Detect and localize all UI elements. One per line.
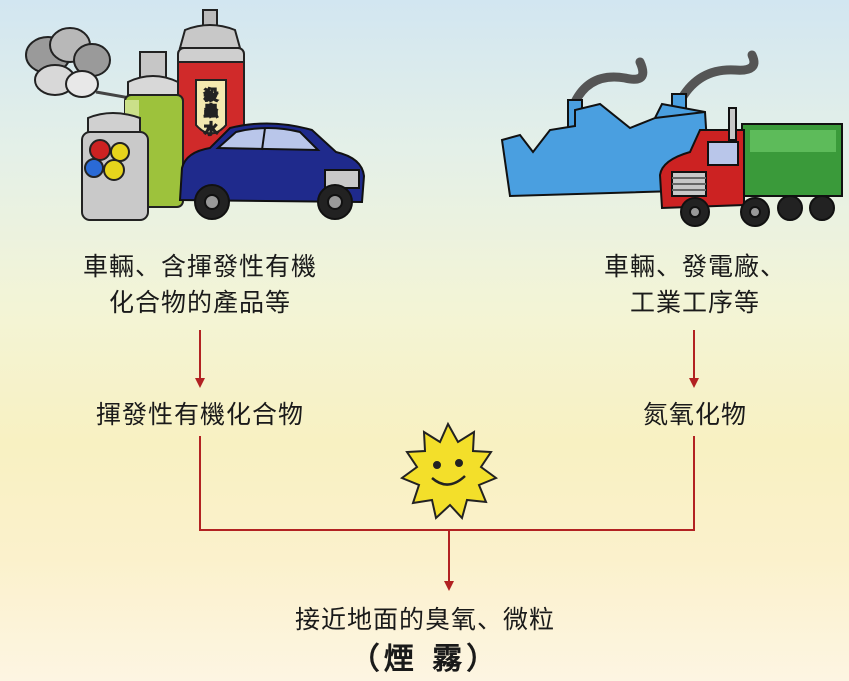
right-source-line2: 工業工序等	[629, 288, 760, 317]
right-source-line1: 車輛、發電廠、	[603, 252, 786, 281]
truck-icon	[658, 107, 843, 227]
svg-text:水: 水	[204, 122, 218, 138]
exhaust-cloud-icon	[25, 27, 131, 100]
paint-can-icon	[81, 112, 149, 221]
svg-text:殺: 殺	[204, 88, 218, 104]
left-source-line1: 車輛、含揮發性有機	[82, 252, 317, 281]
smoke-icon	[570, 50, 759, 107]
voc-label: 揮發性有機化合物	[95, 400, 304, 429]
car-icon	[178, 122, 366, 220]
smog-label: （煙 霧）	[349, 642, 501, 677]
nox-label: 氮氧化物	[642, 400, 747, 429]
svg-text:蟲: 蟲	[204, 104, 218, 120]
smiling-sun-icon	[399, 421, 499, 520]
left-source-line2: 化合物的產品等	[108, 288, 291, 317]
right-source-illustration	[500, 50, 843, 227]
flow-lines	[195, 330, 699, 591]
result-label: 接近地面的臭氧、微粒	[294, 605, 555, 634]
left-source-illustration: 殺 蟲 水	[25, 9, 366, 221]
merge-connector	[199, 436, 695, 531]
